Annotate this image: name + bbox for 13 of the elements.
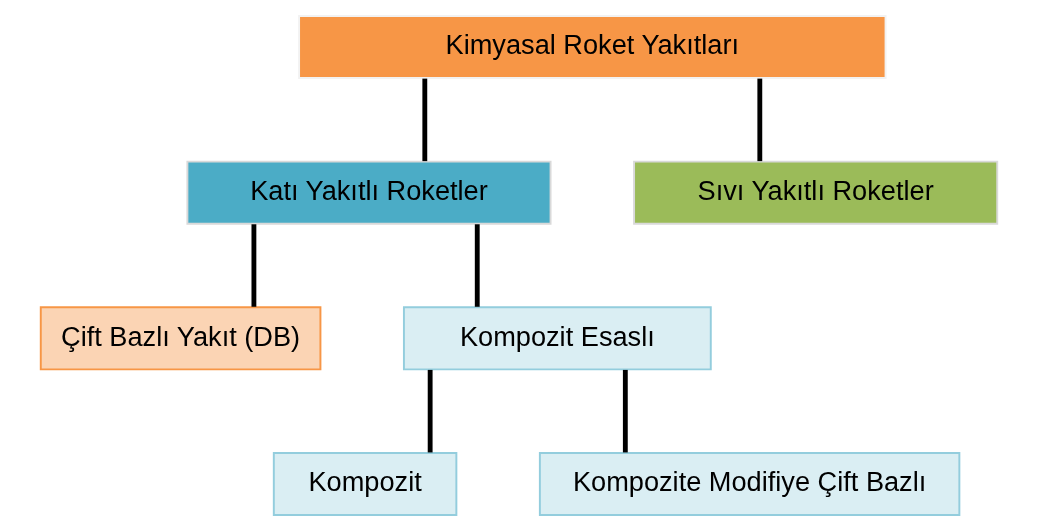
node-box: Kompozite Modifiye Çift Bazlı	[538, 451, 960, 516]
connector	[427, 369, 433, 453]
connector	[421, 78, 427, 162]
node-box: Kompozit Esaslı	[402, 306, 712, 371]
connector	[756, 78, 762, 162]
connector	[474, 224, 480, 307]
node-box: Kimyasal Roket Yakıtları	[297, 14, 887, 80]
connector	[251, 224, 256, 307]
node-box: Çift Bazlı Yakıt (DB)	[39, 306, 321, 371]
node-box: Katı Yakıtlı Roketler	[185, 160, 552, 225]
node-box: Sıvı Yakıtlı Roketler	[632, 160, 998, 225]
node-box: Kompozit	[272, 451, 457, 516]
connector	[622, 369, 628, 453]
